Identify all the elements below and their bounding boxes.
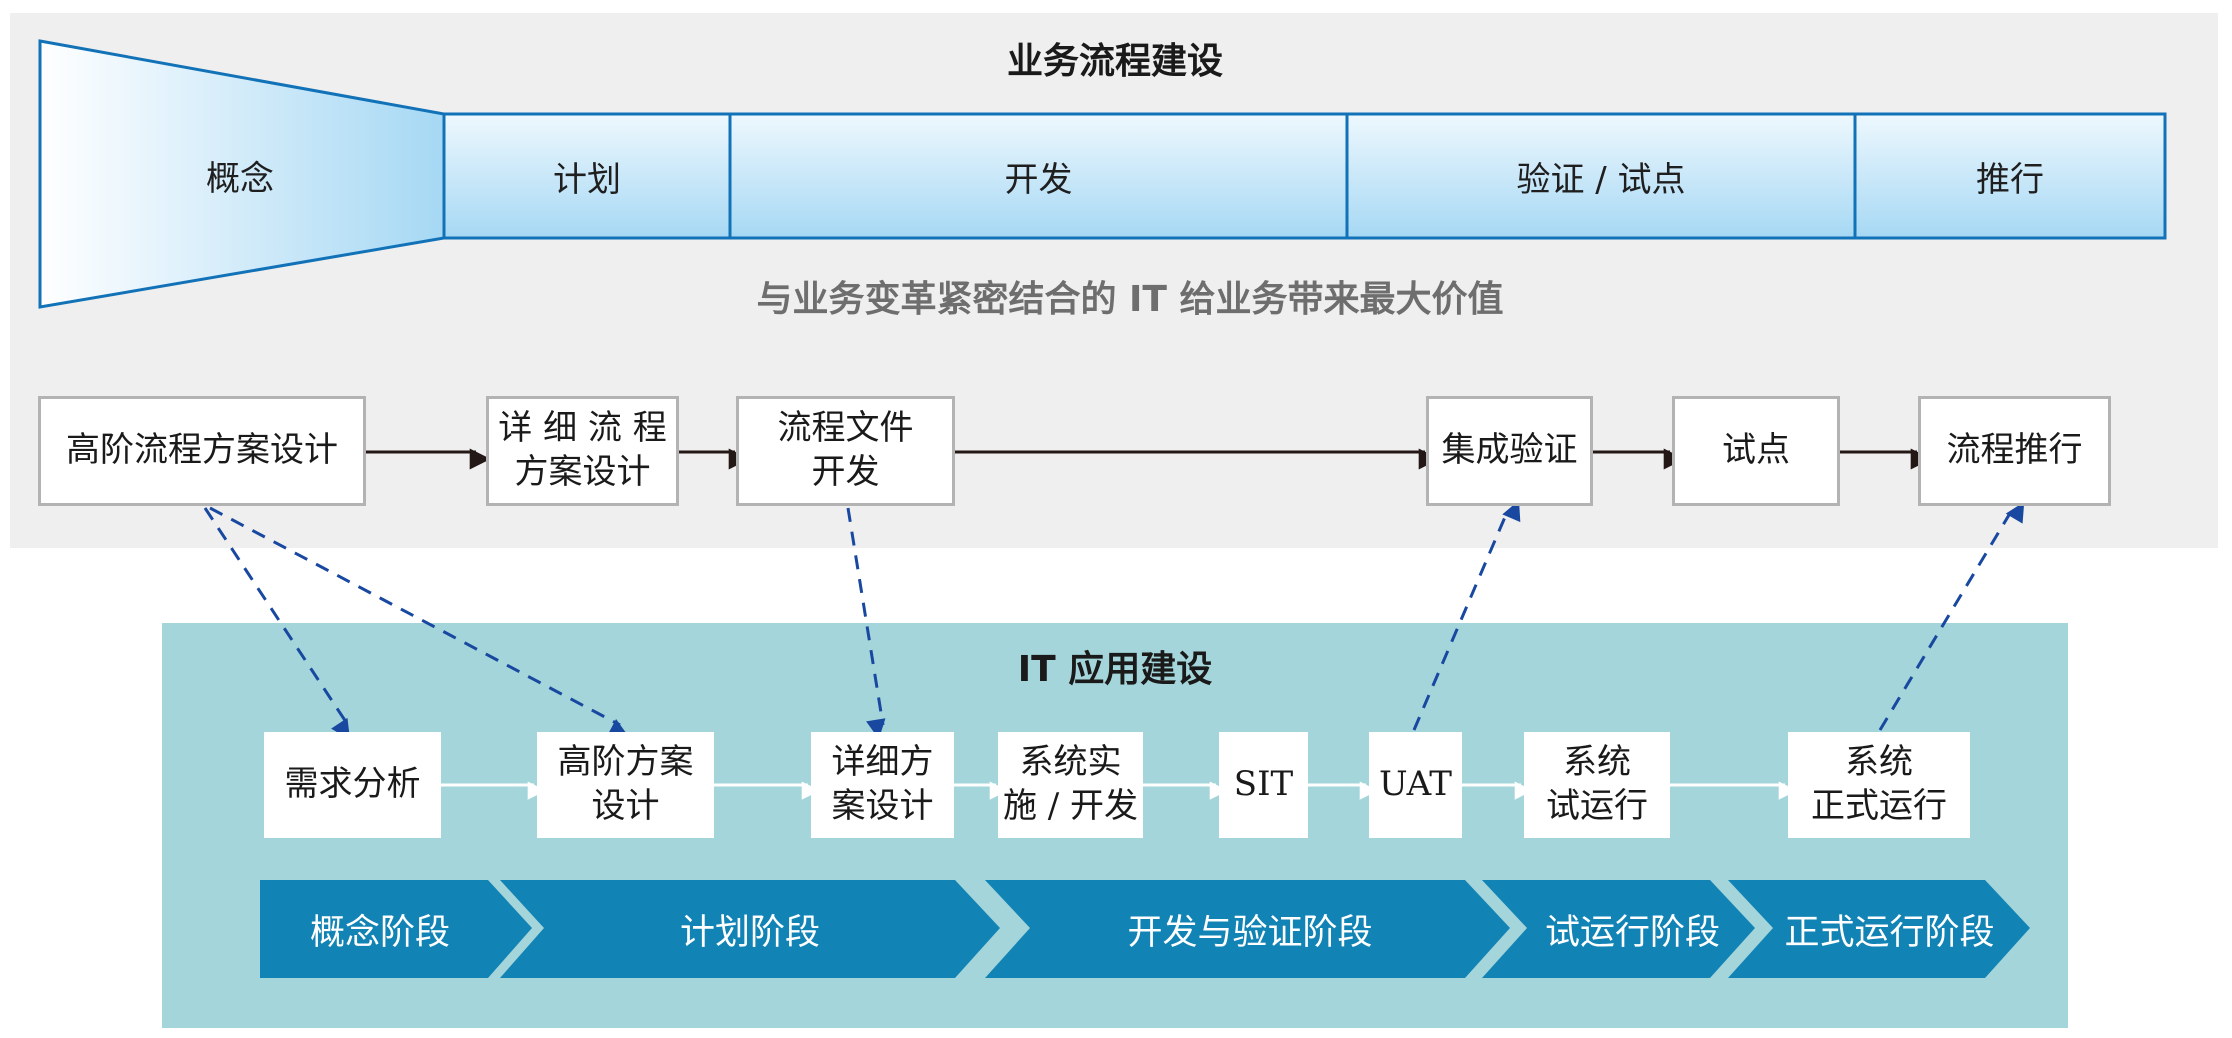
stage-trial-label: 试运行阶段	[1544, 912, 1720, 953]
biz-step-docs-development: 流程文件 开发	[736, 396, 955, 506]
it-step-label: UAT	[1379, 764, 1452, 805]
it-step-uat: UAT	[1369, 732, 1462, 838]
stage-chevron-trial	[1482, 880, 1755, 978]
phase-verify-label: 验证 / 试点	[1516, 159, 1686, 200]
it-step-high-level-design: 高阶方案 设计	[537, 732, 714, 838]
biz-step-label: 流程推行	[1946, 430, 2083, 471]
phase-develop-cell	[728, 112, 1349, 240]
biz-step-label: 详 细 流 程 方案设计	[498, 408, 667, 492]
stage-chevron-production	[1728, 880, 2030, 978]
biz-step-label: 高阶流程方案设计	[66, 430, 338, 471]
dashed-link-highlevel-to-requirements	[203, 507, 351, 740]
it-step-label: 详细方 案设计	[831, 742, 934, 826]
stage-chevron-plan	[500, 880, 1000, 978]
it-step-production-run: 系统 正式运行	[1788, 732, 1970, 838]
it-step-sit: SIT	[1219, 732, 1308, 838]
phase-concept-label: 概念	[206, 158, 274, 199]
it-step-label: 系统 正式运行	[1811, 742, 1947, 826]
it-step-detailed-design: 详细方 案设计	[811, 732, 954, 838]
it-step-label: 系统实 施 / 开发	[1002, 742, 1139, 826]
phase-plan-cell	[442, 112, 732, 240]
dashed-link-highlevel-to-hldesign	[209, 506, 629, 737]
biz-step-pilot: 试点	[1672, 396, 1840, 506]
it-step-label: 系统 试运行	[1546, 742, 1648, 826]
stage-concept-label: 概念阶段	[309, 912, 450, 953]
phase-develop-label: 开发	[1004, 159, 1073, 200]
biz-step-rollout: 流程推行	[1918, 396, 2111, 506]
business-zone-title: 业务流程建设	[1006, 41, 1223, 82]
biz-step-label: 集成验证	[1441, 430, 1578, 471]
it-step-trial-run: 系统 试运行	[1524, 732, 1670, 838]
stage-develop-verify-label: 开发与验证阶段	[1127, 912, 1373, 953]
stage-chevron-concept	[260, 880, 532, 978]
biz-step-detailed-design: 详 细 流 程 方案设计	[486, 396, 679, 506]
biz-step-label: 流程文件 开发	[777, 408, 914, 492]
stage-production-label: 正式运行阶段	[1784, 912, 1995, 953]
it-step-label: SIT	[1233, 764, 1294, 805]
it-step-implementation: 系统实 施 / 开发	[998, 732, 1143, 838]
it-step-requirements: 需求分析	[264, 732, 441, 838]
it-zone-title: IT 应用建设	[1017, 649, 1213, 690]
phase-verify-cell	[1345, 112, 1857, 240]
phase-rollout-label: 推行	[1976, 159, 2044, 200]
it-step-label: 需求分析	[284, 764, 421, 805]
dashed-link-docs-to-detailed-design	[846, 507, 886, 740]
dashed-link-uat-to-integration	[1412, 500, 1521, 731]
stage-chevron-develop	[985, 880, 1510, 978]
biz-step-label: 试点	[1722, 430, 1790, 471]
it-step-label: 高阶方案 设计	[557, 742, 694, 826]
phase-plan-label: 计划	[553, 159, 621, 200]
biz-step-high-level-design: 高阶流程方案设计	[38, 396, 366, 506]
biz-step-integration-verification: 集成验证	[1426, 396, 1593, 506]
stage-plan-label: 计划阶段	[679, 912, 820, 953]
phase-rollout-cell	[1853, 112, 2167, 240]
dashed-link-production-to-rollout	[1878, 501, 2025, 731]
business-subtitle: 与业务变革紧密结合的 IT 给业务带来最大价值	[756, 279, 1504, 320]
